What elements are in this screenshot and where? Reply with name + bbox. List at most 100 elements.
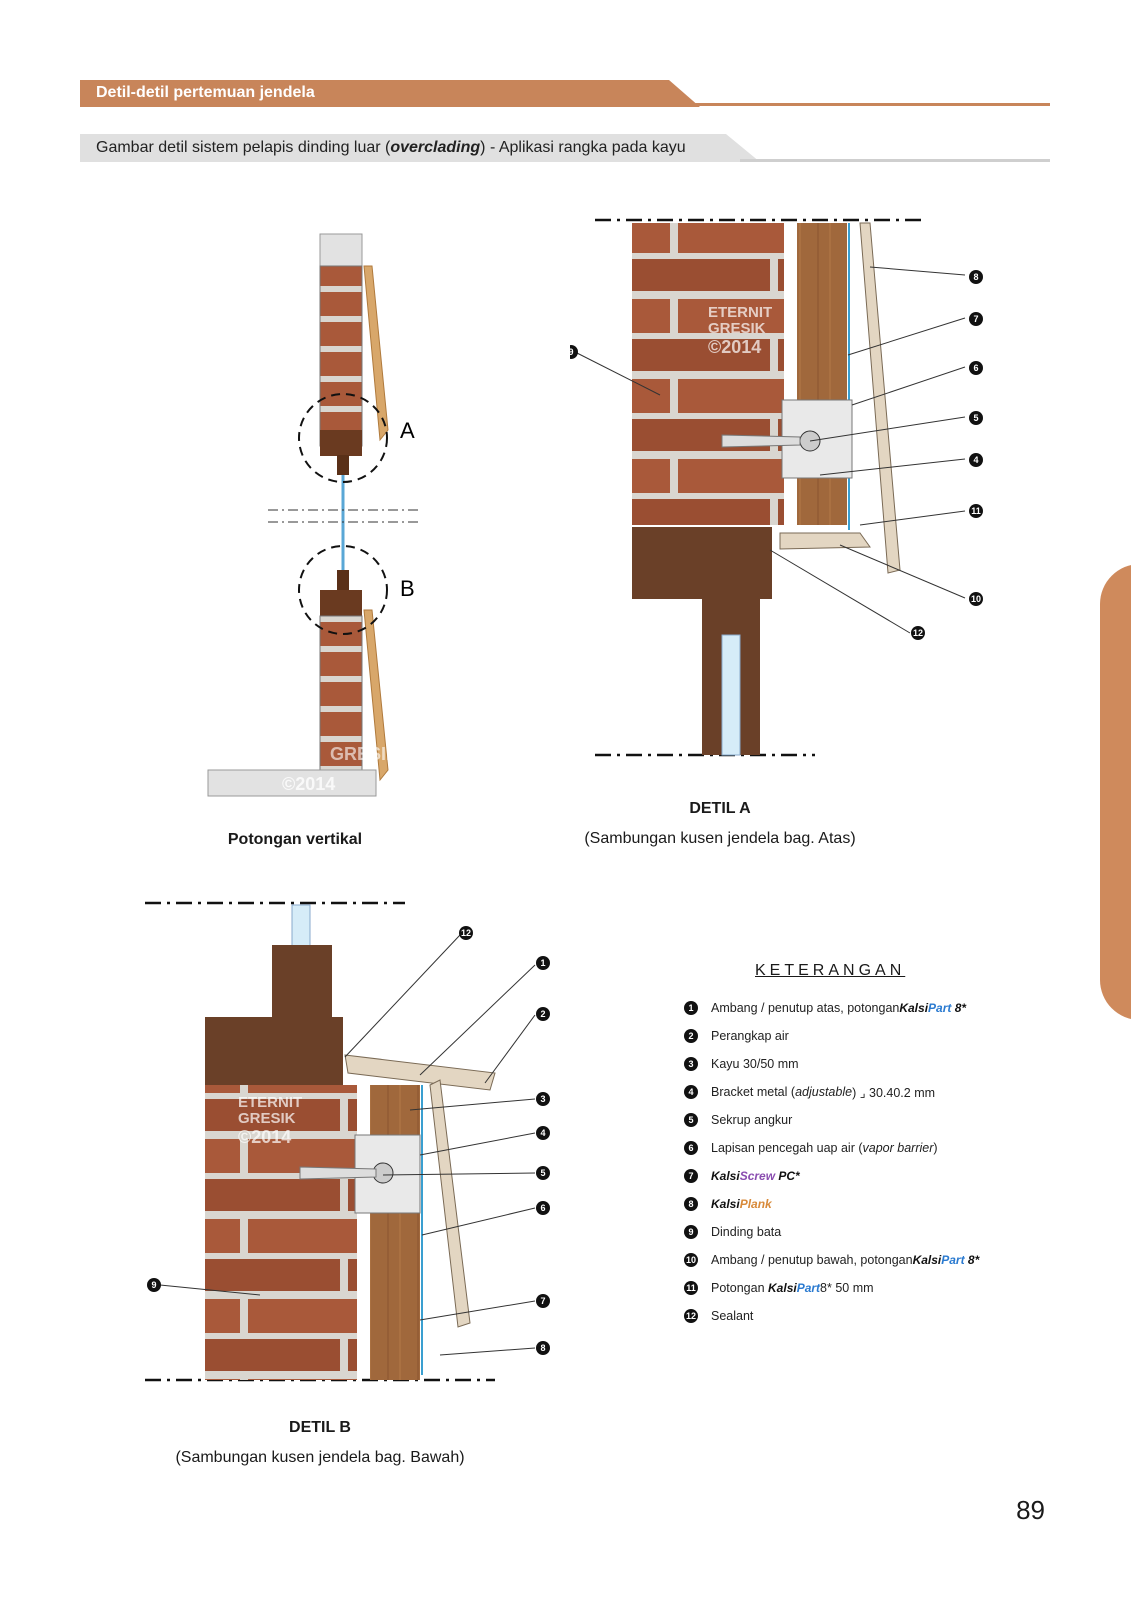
subtitle-bar [80, 134, 760, 162]
legend-text: Potongan [711, 1281, 765, 1295]
callout-4: 4 [540, 1128, 545, 1138]
page-title: Detil-detil pertemuan jendela [96, 84, 315, 101]
header-rule [680, 103, 1050, 106]
callout-3: 3 [540, 1094, 545, 1104]
legend-emphasis: vapor barrier [862, 1141, 934, 1155]
legend-text: 8* 50 mm [820, 1281, 874, 1295]
brand-logo: KalsiPlank [711, 1197, 772, 1211]
callout-6: 6 [540, 1203, 545, 1213]
brand-part: Plank [739, 1197, 772, 1211]
brand-part: Part [796, 1281, 821, 1295]
legend-number: 10 [684, 1253, 698, 1267]
brand-logo: KalsiPart 8* [913, 1253, 980, 1267]
callout-9: 9 [151, 1280, 156, 1290]
legend-emphasis: adjustable [795, 1085, 853, 1099]
brand-part: Part [941, 1253, 965, 1267]
watermark-text: ©2014 [282, 774, 335, 794]
legend-text: Perangkap air [711, 1029, 789, 1043]
legend-item: 4 Bracket metal (adjustable) ⌟ 30.40.2 m… [684, 1078, 979, 1106]
brand-suffix: 8* [964, 1253, 980, 1267]
label-a: A [400, 418, 415, 443]
subtitle-part: ) - Aplikasi rangka pada kayu [480, 139, 686, 156]
detail-a-caption: (Sambungan kusen jendela bag. Atas) [584, 830, 856, 847]
callout-5: 5 [540, 1168, 545, 1178]
callout-12: 12 [913, 628, 923, 638]
detail-a-title: DETIL A [689, 800, 751, 817]
legend-text: Sealant [711, 1309, 754, 1323]
callout-7: 7 [973, 314, 978, 324]
subtitle: Gambar detil sistem pelapis dinding luar… [96, 139, 686, 157]
brand-logo: KalsiScrew PC* [711, 1169, 800, 1183]
detail-a-drawing: ETERNIT GRESIK ©2014 8 7 6 5 4 11 10 12 … [570, 218, 983, 757]
callout-8: 8 [973, 272, 978, 282]
callout-4: 4 [973, 455, 978, 465]
watermark-text: ©2014 [708, 337, 761, 357]
legend-number: 2 [684, 1029, 698, 1043]
legend-item: 11 Potongan KalsiPart 8* 50 mm [684, 1274, 979, 1302]
callout-11: 11 [971, 506, 981, 516]
legend-text: Ambang / penutup atas, potongan [711, 1001, 900, 1015]
callout-9: 9 [570, 347, 574, 357]
legend-text: ) [933, 1141, 938, 1155]
legend-text: Sekrup angkur [711, 1113, 793, 1127]
legend-number: 3 [684, 1057, 698, 1071]
legend-number: 1 [684, 1001, 698, 1015]
detail-b-caption: (Sambungan kusen jendela bag. Bawah) [175, 1449, 465, 1466]
brand-part: Screw [739, 1169, 776, 1183]
callout-10: 10 [971, 594, 981, 604]
label-b: B [400, 576, 415, 601]
subtitle-rule [740, 159, 1050, 162]
brand-part: Kalsi [768, 1281, 797, 1295]
brand-part: Kalsi [912, 1253, 942, 1267]
legend-number: 7 [684, 1169, 698, 1183]
subtitle-part: Gambar detil sistem pelapis dinding luar… [96, 139, 391, 156]
callout-1: 1 [540, 958, 545, 968]
chapter-tab [1100, 564, 1131, 1020]
legend-item: 5 Sekrup angkur [684, 1106, 979, 1134]
vertical-section-drawing: A B GRESIK ©2014 [207, 233, 420, 797]
callout-12: 12 [461, 928, 471, 938]
brand-suffix: 8* [951, 1001, 967, 1015]
callout-6: 6 [973, 363, 978, 373]
brand-logo: KalsiPart 8* [899, 1001, 966, 1015]
callout-5: 5 [973, 413, 978, 423]
legend-list: 1 Ambang / penutup atas, potongan KalsiP… [684, 994, 979, 1330]
watermark-text: GRESIK [330, 744, 399, 764]
detail-b-title: DETIL B [289, 1419, 351, 1436]
legend-text: Bracket metal ( [711, 1085, 796, 1099]
legend-number: 11 [684, 1281, 698, 1295]
brand-suffix: PC* [775, 1169, 800, 1183]
watermark-text: GRESIK [708, 320, 766, 337]
legend-number: 9 [684, 1225, 698, 1239]
page-number: 89 [1016, 1495, 1045, 1525]
legend-number: 8 [684, 1197, 698, 1211]
vertical-caption: Potongan vertikal [227, 831, 363, 848]
watermark-text: ©2014 [238, 1127, 291, 1147]
legend-item: 10 Ambang / penutup bawah, potongan Kals… [684, 1246, 979, 1274]
brand-part: Kalsi [711, 1169, 740, 1183]
legend-number: 4 [684, 1085, 698, 1099]
callout-2: 2 [540, 1009, 545, 1019]
legend-text: ) ⌟ 30.40.2 mm [852, 1085, 936, 1100]
header-bar [80, 80, 700, 107]
legend-text: Lapisan pencegah uap air ( [711, 1141, 863, 1155]
watermark-text: GRESIK [238, 1110, 296, 1127]
legend-item: 2 Perangkap air [684, 1022, 979, 1050]
watermark-text: ETERNIT [238, 1094, 302, 1111]
legend-text: Dinding bata [711, 1225, 782, 1239]
callout-7: 7 [540, 1296, 545, 1306]
legend-item: 7 KalsiScrew PC* [684, 1162, 979, 1190]
legend-number: 12 [684, 1309, 698, 1323]
callout-8: 8 [540, 1343, 545, 1353]
brand-logo: KalsiPart [768, 1281, 820, 1295]
subtitle-emphasis: overclading [390, 139, 481, 156]
brand-part: Part [928, 1001, 952, 1015]
legend-number: 5 [684, 1113, 698, 1127]
detail-b-drawing: ETERNIT GRESIK ©2014 12 1 2 3 4 5 6 9 7 … [145, 901, 550, 1382]
legend-item: 1 Ambang / penutup atas, potongan KalsiP… [684, 994, 979, 1022]
brand-part: Kalsi [899, 1001, 929, 1015]
legend-item: 9 Dinding bata [684, 1218, 979, 1246]
legend-item: 8 KalsiPlank [684, 1190, 979, 1218]
legend-text: Kayu 30/50 mm [711, 1057, 799, 1071]
legend-title: KETERANGAN [755, 962, 906, 979]
